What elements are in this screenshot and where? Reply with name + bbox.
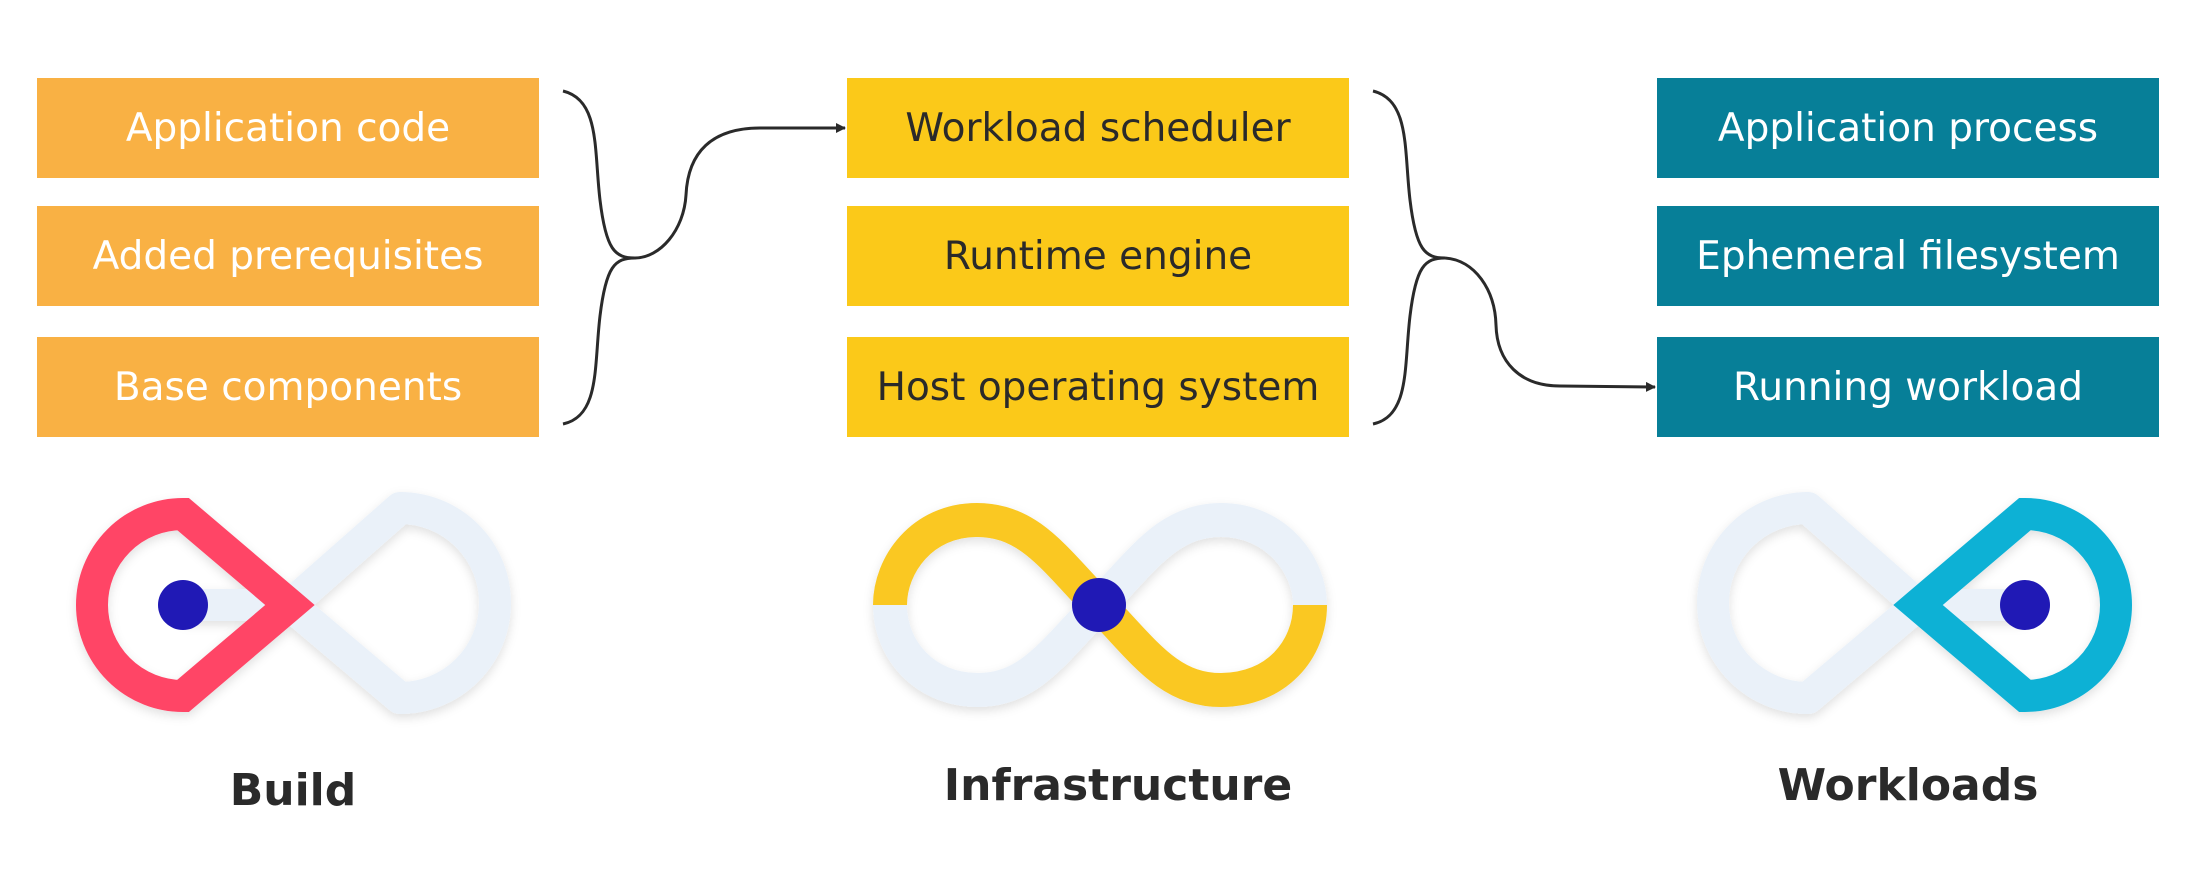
build-box-application-code: Application code [37,78,539,178]
workloads-box-application-process: Application process [1657,78,2159,178]
workloads-box-running-workload: Running workload [1657,337,2159,437]
build-label: Build [229,765,357,816]
infra-brace [1372,89,1446,426]
build-box-base-components: Base components [37,337,539,437]
infra-box-runtime-engine: Runtime engine [847,206,1349,306]
build-brace [562,89,636,426]
infra-box-workload-scheduler: Workload scheduler [847,78,1349,178]
infra-to-workloads-arrow [1444,256,1656,392]
workloads-box-ephemeral-filesystem: Ephemeral filesystem [1657,206,2159,306]
workloads-infinity-icon [1697,492,2132,714]
infrastructure-label: Infrastructure [943,760,1293,811]
build-to-infra-arrow [634,123,846,260]
infrastructure-dot [1072,578,1126,632]
build-infinity-icon [76,492,511,714]
workloads-dot [2000,580,2050,630]
build-box-added-prerequisites: Added prerequisites [37,206,539,306]
workloads-label: Workloads [1777,760,2039,811]
infra-box-host-operating-system: Host operating system [847,337,1349,437]
build-dot [158,580,208,630]
